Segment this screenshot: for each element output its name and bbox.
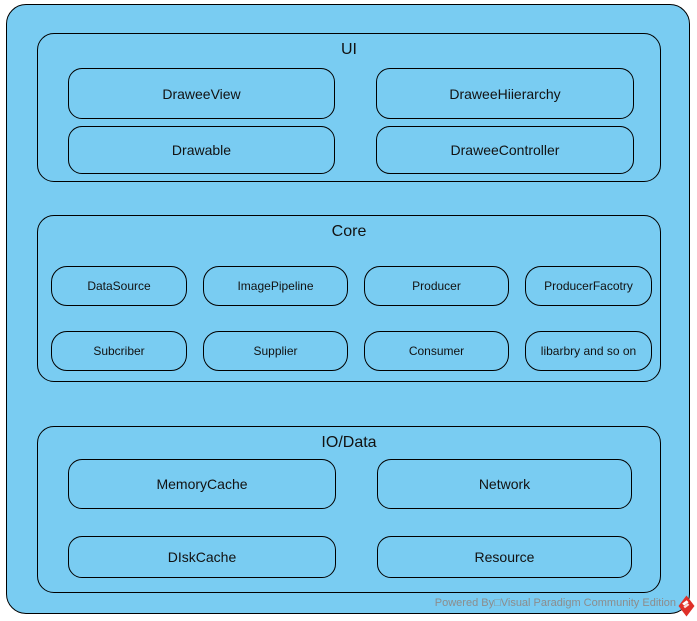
section-core-grid: DataSource ImagePipeline Producer Produc… (38, 266, 660, 371)
section-title-core: Core (331, 223, 367, 240)
node-drawee-controller[interactable]: DraweeController (376, 126, 634, 174)
node-data-source[interactable]: DataSource (51, 266, 187, 306)
node-resource[interactable]: Resource (377, 536, 632, 578)
node-drawee-hiierarchy[interactable]: DraweeHiierarchy (376, 68, 634, 119)
visual-paradigm-logo-icon (678, 595, 695, 617)
node-memory-cache[interactable]: MemoryCache (68, 459, 336, 509)
node-image-pipeline[interactable]: ImagePipeline (203, 266, 348, 306)
section-core[interactable]: Core DataSource ImagePipeline Producer P… (37, 215, 661, 382)
node-producer[interactable]: Producer (364, 266, 509, 306)
node-disk-cache[interactable]: DIskCache (68, 536, 336, 578)
node-drawable[interactable]: Drawable (68, 126, 335, 174)
section-title-ui: UI (341, 41, 357, 58)
node-supplier[interactable]: Supplier (203, 331, 348, 371)
section-ui-grid: DraweeView DraweeHiierarchy Drawable Dra… (38, 68, 660, 174)
section-io-data[interactable]: IO/Data MemoryCache Network DIskCache Re… (37, 426, 661, 593)
section-io-data-grid: MemoryCache Network DIskCache Resource (38, 459, 660, 578)
node-libarbry-and-so-on[interactable]: libarbry and so on (525, 331, 652, 371)
node-network[interactable]: Network (377, 459, 632, 509)
node-producer-facotry[interactable]: ProducerFacotry (525, 266, 652, 306)
node-drawee-view[interactable]: DraweeView (68, 68, 335, 119)
node-subcriber[interactable]: Subcriber (51, 331, 187, 371)
diagram-frame: UI DraweeView DraweeHiierarchy Drawable … (6, 4, 690, 614)
section-ui[interactable]: UI DraweeView DraweeHiierarchy Drawable … (37, 33, 661, 182)
section-title-io-data: IO/Data (321, 434, 377, 451)
powered-by-watermark: Powered By□Visual Paradigm Community Edi… (434, 597, 676, 609)
node-consumer[interactable]: Consumer (364, 331, 509, 371)
